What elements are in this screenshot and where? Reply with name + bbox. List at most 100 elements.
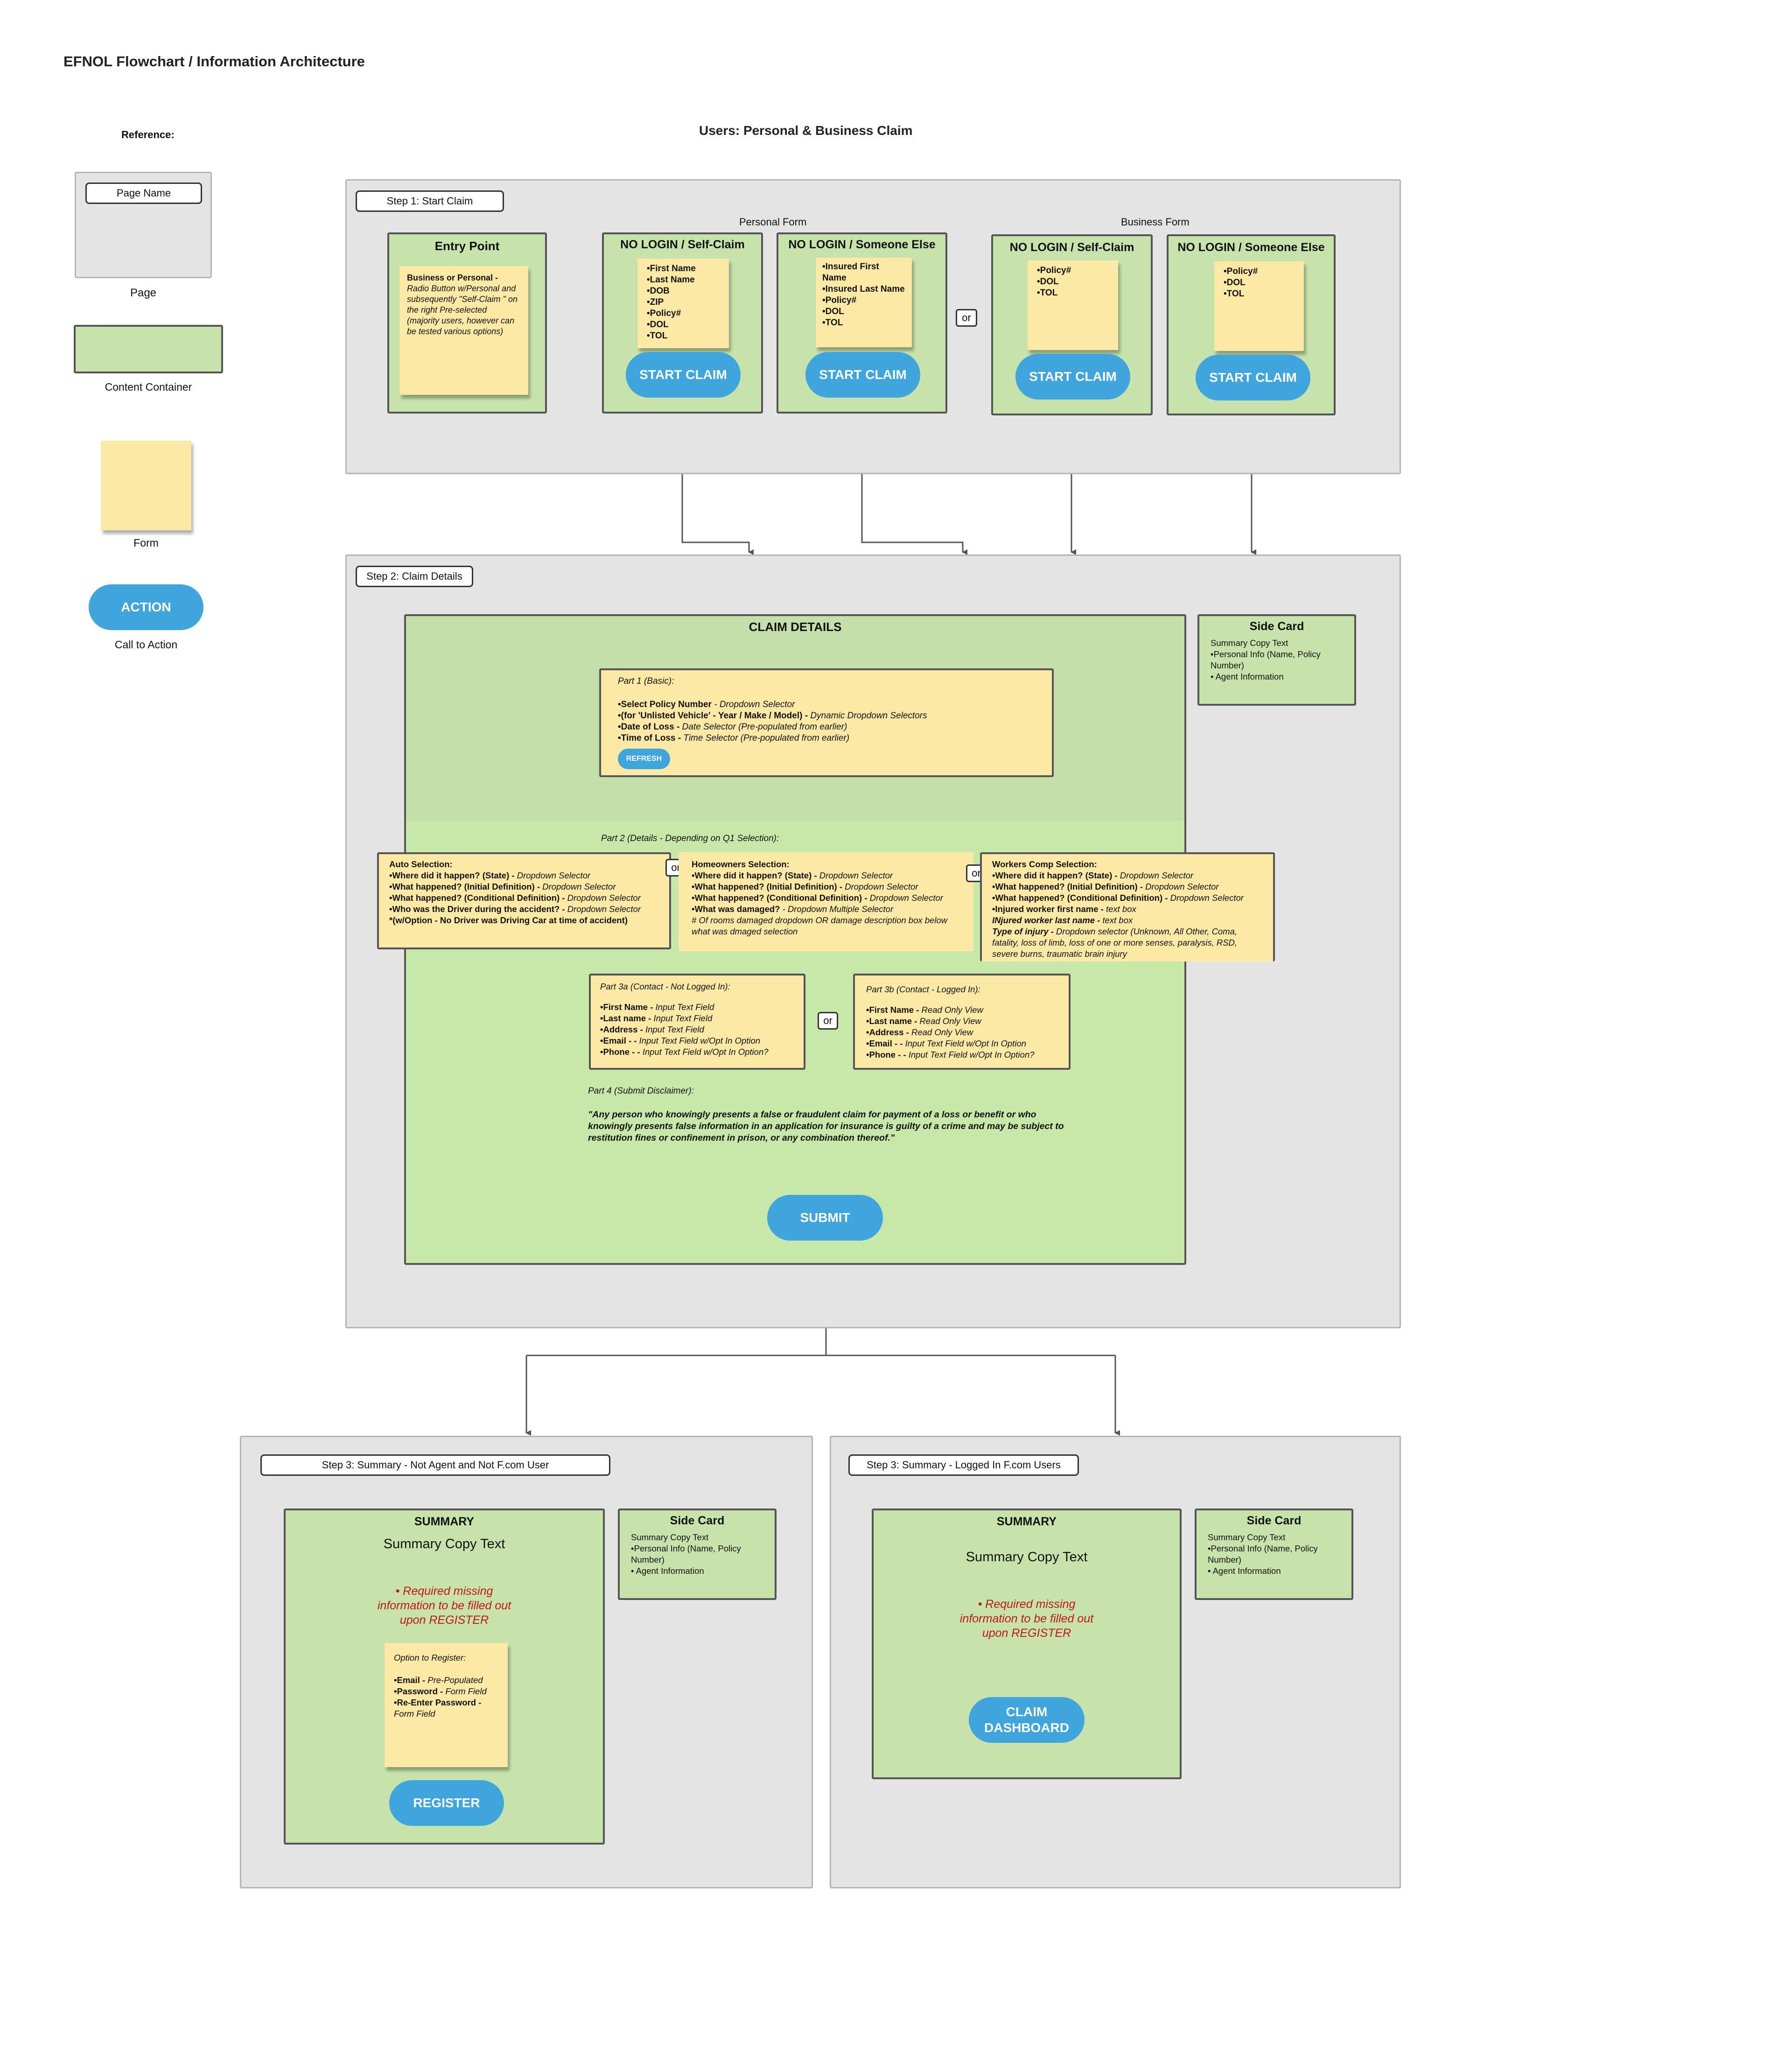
side-card-line: • Agent Information bbox=[1208, 1566, 1281, 1576]
personal-form-label: Personal Form bbox=[739, 216, 807, 228]
workers-line: INjured worker last name - text box bbox=[992, 915, 1133, 925]
side-card-step3-not-agent: Side Card Summary Copy Text •Personal In… bbox=[618, 1509, 777, 1600]
side-card-step3-logged-in: Side Card Summary Copy Text •Personal In… bbox=[1195, 1509, 1353, 1600]
form-field-item: •DOL bbox=[822, 307, 844, 316]
start-claim-button-personal-else[interactable]: START CLAIM bbox=[805, 352, 920, 398]
legend-form-caption: Form bbox=[133, 537, 159, 549]
entry-point-form-text: Radio Button w/Personal and subsequently… bbox=[407, 284, 518, 336]
form-field-item: •Insured First Name bbox=[822, 262, 879, 283]
part1-line: •Time of Loss - Time Selector (Pre-popul… bbox=[618, 733, 850, 743]
side-card-line: •Personal Info (Name, Policy Number) bbox=[1208, 1544, 1318, 1565]
form-field-item: •TOL bbox=[1224, 289, 1245, 299]
side-card-title: Side Card bbox=[670, 1514, 725, 1527]
step3-not-agent-page-name: Step 3: Summary - Not Agent and Not F.co… bbox=[260, 1454, 610, 1476]
register-heading: Option to Register: bbox=[394, 1653, 466, 1663]
part3b-contact-form: Part 3b (Contact - Logged In): •First Na… bbox=[853, 974, 1071, 1070]
form-field-item: •DOL bbox=[1224, 278, 1246, 288]
auto-line: •What happened? (Conditional Definition)… bbox=[389, 893, 641, 903]
claim-dashboard-button[interactable]: CLAIM DASHBOARD bbox=[969, 1697, 1085, 1743]
legend-page-name: Page Name bbox=[85, 182, 202, 204]
auto-line: •Where did it happen? (State) - Dropdown… bbox=[389, 870, 591, 880]
auto-line: *(w/Option - No Driver was Driving Car a… bbox=[389, 915, 628, 925]
auto-selection-form: Auto Selection: •Where did it happen? (S… bbox=[377, 852, 671, 949]
part1-line: •Date of Loss - Date Selector (Pre-popul… bbox=[618, 722, 847, 732]
form-field-item: •TOL bbox=[822, 318, 843, 328]
homeowners-line: •What was damaged? - Dropdown Multiple S… bbox=[692, 904, 894, 914]
summary-copy-text: Summary Copy Text bbox=[383, 1537, 505, 1551]
start-claim-button-business-else[interactable]: START CLAIM bbox=[1196, 355, 1310, 400]
auto-line: •What happened? (Initial Definition) - D… bbox=[389, 882, 616, 891]
personal-self-claim-container: NO LOGIN / Self-Claim •First Name •Last … bbox=[602, 232, 763, 414]
legend-page-caption: Page bbox=[130, 287, 157, 299]
auto-line: •Who was the Driver during the accident?… bbox=[389, 904, 641, 914]
refresh-button[interactable]: REFRESH bbox=[618, 749, 670, 769]
side-card-step2: Side Card Summary Copy Text •Personal In… bbox=[1197, 614, 1356, 706]
summary-title: SUMMARY bbox=[414, 1515, 475, 1528]
part1-heading: Part 1 (Basic): bbox=[618, 676, 674, 686]
side-card-line: • Agent Information bbox=[1211, 672, 1284, 681]
summary-container-logged-in: SUMMARY Summary Copy Text • Required mis… bbox=[872, 1509, 1182, 1779]
or-connector: or bbox=[956, 309, 977, 327]
part3b-line: •Phone - - Input Text Field w/Opt In Opt… bbox=[866, 1050, 1035, 1060]
entry-point-form-bold: Business or Personal - bbox=[407, 273, 498, 282]
legend-content-container bbox=[74, 325, 223, 373]
part1-line: •(for 'Unlisted Vehicle' - Year / Make /… bbox=[618, 711, 927, 721]
homeowners-line: •What happened? (Initial Definition) - D… bbox=[692, 882, 918, 891]
part4-heading: Part 4 (Submit Disclaimer): bbox=[588, 1086, 694, 1096]
form-field-item: •First Name bbox=[647, 264, 696, 274]
part3a-line: •Last name - Input Text Field bbox=[600, 1013, 713, 1023]
diagram-title: EFNOL Flowchart / Information Architectu… bbox=[63, 53, 365, 70]
entry-point-form: Business or Personal - Radio Button w/Pe… bbox=[399, 266, 528, 395]
register-line: •Password - Form Field bbox=[394, 1686, 487, 1696]
workers-line: •What happened? (Initial Definition) - D… bbox=[992, 882, 1219, 891]
step3-logged-in-page-name: Step 3: Summary - Logged In F.com Users bbox=[848, 1454, 1079, 1476]
summary-title: SUMMARY bbox=[996, 1515, 1057, 1528]
start-claim-button-business-self[interactable]: START CLAIM bbox=[1015, 354, 1130, 400]
workers-line: •What happened? (Conditional Definition)… bbox=[992, 893, 1244, 903]
side-card-line: Summary Copy Text bbox=[1211, 638, 1288, 648]
business-self-claim-container: NO LOGIN / Self-Claim •Policy# •DOL •TOL… bbox=[991, 234, 1153, 415]
legend-page: Page Name bbox=[75, 172, 212, 278]
form-field-item: •TOL bbox=[647, 331, 668, 341]
business-form-label: Business Form bbox=[1121, 216, 1190, 228]
form-field-item: •Policy# bbox=[1224, 267, 1258, 276]
part3a-line: •Phone - - Input Text Field w/Opt In Opt… bbox=[600, 1047, 769, 1057]
personal-self-claim-form: •First Name •Last Name •DOB •ZIP •Policy… bbox=[637, 259, 729, 348]
register-option-form: Option to Register: •Email - Pre-Populat… bbox=[385, 1643, 508, 1767]
step1-page-name: Step 1: Start Claim bbox=[356, 190, 504, 212]
business-self-claim-title: NO LOGIN / Self-Claim bbox=[1009, 241, 1134, 254]
part3b-line: •Address - Read Only View bbox=[866, 1027, 973, 1037]
homeowners-heading: Homeowners Selection: bbox=[692, 859, 790, 869]
or-connector: or bbox=[818, 1012, 838, 1030]
form-field-item: •DOL bbox=[1037, 277, 1059, 287]
register-line: •Re-Enter Password - Form Field bbox=[394, 1698, 482, 1719]
register-button[interactable]: REGISTER bbox=[389, 1780, 504, 1826]
side-card-line: • Agent Information bbox=[631, 1566, 704, 1576]
part3a-line: •Email - - Input Text Field w/Opt In Opt… bbox=[600, 1036, 761, 1046]
form-field-item: •Last Name bbox=[647, 275, 695, 285]
business-self-claim-form: •Policy# •DOL •TOL bbox=[1028, 260, 1118, 350]
form-field-item: •ZIP bbox=[647, 297, 664, 307]
side-card-line: Summary Copy Text bbox=[631, 1532, 709, 1542]
claim-details-title: CLAIM DETAILS bbox=[749, 620, 842, 634]
workers-line: Type of injury - Dropdown selector (Unkn… bbox=[992, 926, 1238, 959]
form-field-item: •Insured Last Name bbox=[822, 284, 905, 294]
homeowners-selection-form: Homeowners Selection: •Where did it happ… bbox=[679, 852, 973, 951]
part1-basic-form: Part 1 (Basic): •Select Policy Number - … bbox=[599, 668, 1054, 777]
submit-button[interactable]: SUBMIT bbox=[767, 1195, 883, 1241]
business-someone-else-container: NO LOGIN / Someone Else •Policy# •DOL •T… bbox=[1167, 234, 1336, 415]
form-field-item: •Policy# bbox=[647, 309, 681, 318]
legend-action-caption: Call to Action bbox=[114, 639, 178, 651]
side-card-line: •Personal Info (Name, Policy Number) bbox=[631, 1544, 741, 1565]
homeowners-extra: # Of rooms damaged dropdown OR damage de… bbox=[692, 915, 948, 936]
part2-label: Part 2 (Details - Depending on Q1 Select… bbox=[601, 834, 779, 843]
workers-line: •Where did it happen? (State) - Dropdown… bbox=[992, 870, 1194, 880]
part3a-heading: Part 3a (Contact - Not Logged In): bbox=[600, 982, 730, 991]
auto-heading: Auto Selection: bbox=[389, 859, 453, 869]
legend-container-caption: Content Container bbox=[105, 381, 192, 393]
part3b-line: •First Name - Read Only View bbox=[866, 1005, 983, 1015]
start-claim-button-personal-self[interactable]: START CLAIM bbox=[626, 352, 741, 398]
homeowners-line: •What happened? (Conditional Definition)… bbox=[692, 893, 943, 903]
personal-self-claim-title: NO LOGIN / Self-Claim bbox=[620, 238, 745, 251]
step2-page-name: Step 2: Claim Details bbox=[356, 566, 473, 587]
